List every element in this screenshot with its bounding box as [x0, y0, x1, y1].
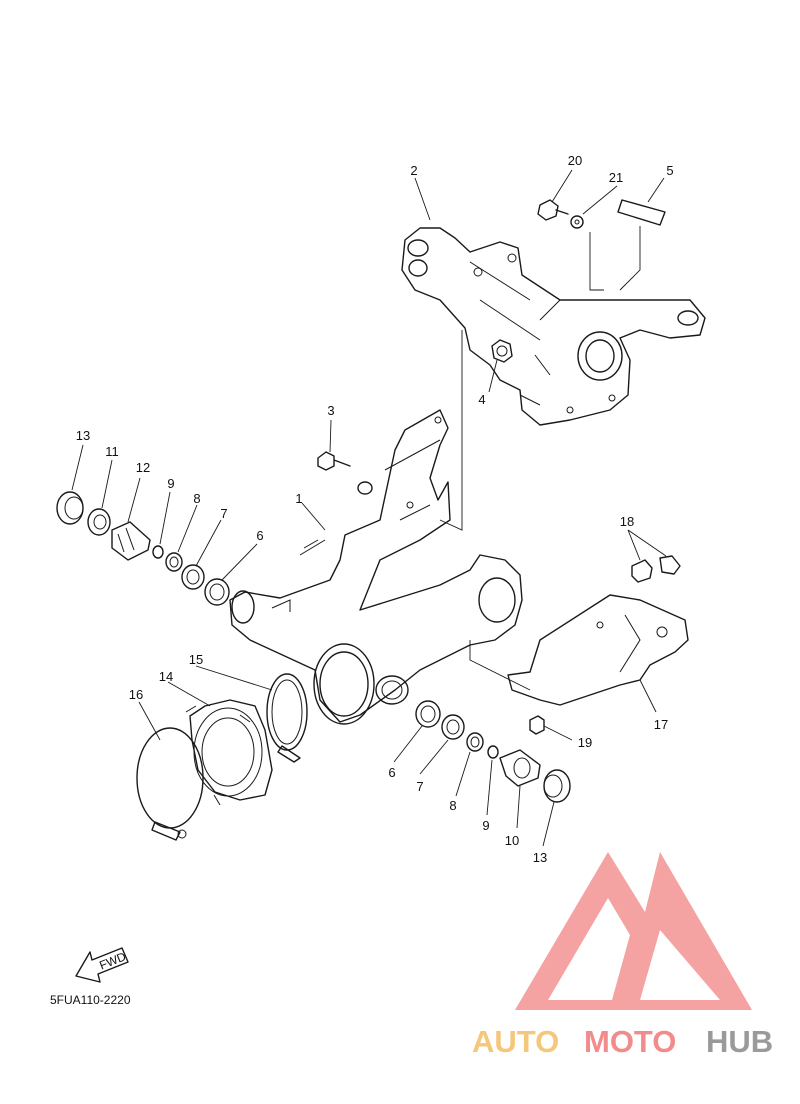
- callout-6-right: 6: [388, 765, 395, 780]
- callout-1: 1: [295, 491, 302, 506]
- leader-lines: [71, 169, 667, 847]
- watermark-logo: [515, 852, 752, 1010]
- part-seal-8-right: [466, 732, 484, 752]
- callout-8-right: 8: [449, 798, 456, 813]
- callout-7-left: 7: [220, 506, 227, 521]
- part-axle-housing: [401, 227, 706, 426]
- callout-8-left: 8: [193, 491, 200, 506]
- svg-text:HUB: HUB: [706, 1024, 773, 1059]
- svg-text:MOTO: MOTO: [584, 1024, 676, 1059]
- part-clamp-16: [136, 727, 204, 841]
- part-bolt-20: [537, 199, 569, 221]
- callout-16: 16: [129, 687, 143, 702]
- callout-14: 14: [159, 669, 173, 684]
- part-cap-13-left: [56, 491, 84, 525]
- callout-13-left: 13: [76, 428, 90, 443]
- part-bolt-19: [529, 715, 545, 735]
- callout-3: 3: [327, 403, 334, 418]
- callout-21: 21: [609, 170, 623, 185]
- part-boot-14: [185, 699, 273, 806]
- part-label-5: [617, 199, 666, 226]
- callout-15: 15: [189, 652, 203, 667]
- callout-9-left: 9: [167, 476, 174, 491]
- callout-20: 20: [568, 153, 582, 168]
- callout-17: 17: [654, 717, 668, 732]
- fwd-label: FWD: [97, 949, 128, 972]
- svg-text:AUTO: AUTO: [472, 1024, 559, 1059]
- callout-18: 18: [620, 514, 634, 529]
- callout-11: 11: [105, 444, 119, 459]
- callout-6-left: 6: [256, 528, 263, 543]
- callout-7-right: 7: [416, 779, 423, 794]
- part-seal-8-left: [165, 552, 183, 572]
- callout-9-right: 9: [482, 818, 489, 833]
- part-shaft-12: [111, 521, 151, 561]
- part-bearing-6-right: [415, 700, 441, 728]
- part-clamp-15: [266, 673, 308, 763]
- part-oring-9-left: [152, 545, 164, 559]
- part-guard-17: [507, 594, 689, 706]
- part-collar-11: [87, 508, 111, 536]
- part-oring-9-right: [487, 745, 499, 759]
- part-bearing-7-right: [441, 714, 465, 740]
- part-cap-13-right: [543, 769, 571, 803]
- part-washer-21: [570, 215, 584, 229]
- diagram-code: 5FUA110-2220: [50, 993, 131, 1007]
- callout-13-right: 13: [533, 850, 547, 865]
- callout-12: 12: [136, 460, 150, 475]
- callout-5: 5: [666, 163, 673, 178]
- callout-4: 4: [478, 392, 485, 407]
- fwd-arrow-icon: [75, 947, 129, 983]
- watermark-text: AUTO MOTO HUB: [472, 1024, 773, 1059]
- callout-19: 19: [578, 735, 592, 750]
- part-bearing-7-left: [181, 564, 205, 590]
- part-bolt-3: [317, 451, 373, 495]
- part-nut-4: [491, 339, 513, 363]
- part-damper-18: [631, 555, 681, 583]
- part-bearing-6-left: [204, 578, 230, 606]
- callout-2: 2: [410, 163, 417, 178]
- callout-10: 10: [505, 833, 519, 848]
- part-swingarm: [229, 409, 523, 725]
- part-shaft-10: [499, 749, 541, 787]
